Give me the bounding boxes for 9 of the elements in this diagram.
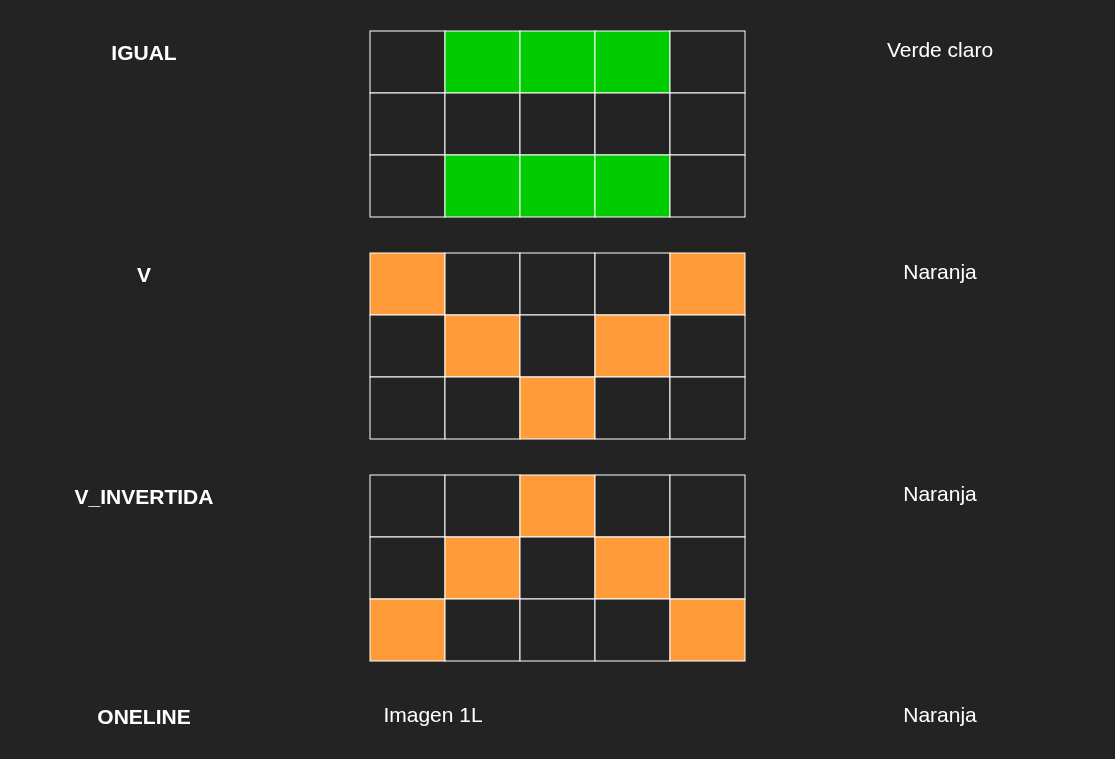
color-note: Naranja [903, 261, 977, 282]
pattern-name: ONELINE [97, 706, 191, 727]
pattern-name: V_INVERTIDA [74, 486, 214, 507]
color-note: Naranja [903, 483, 977, 504]
pattern-name: IGUAL [111, 42, 177, 63]
pattern-name: V [137, 264, 151, 285]
color-note: Naranja [903, 704, 977, 725]
color-note: Verde claro [886, 39, 994, 60]
color-note: Imagen 1L [383, 704, 483, 725]
